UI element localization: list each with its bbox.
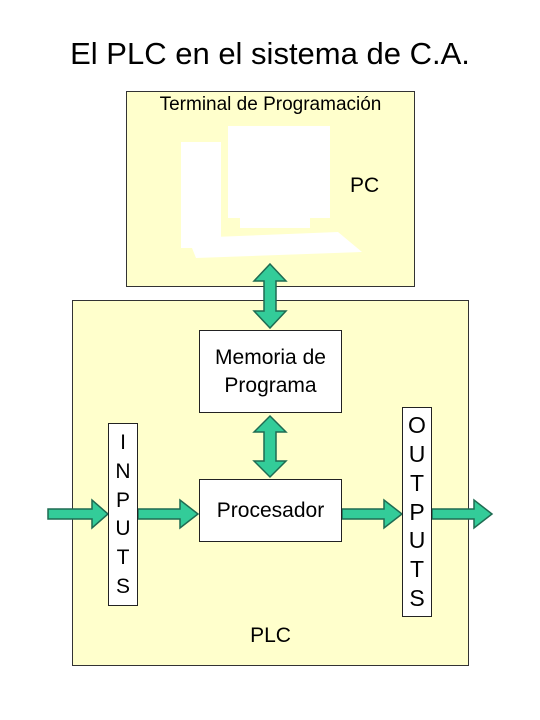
vertical-letter: I	[120, 430, 126, 454]
program-memory-box: Memoria de Programa	[199, 330, 342, 413]
vertical-letter: S	[115, 575, 130, 599]
pc-label: PC	[350, 174, 380, 197]
vertical-letter: U	[408, 440, 426, 467]
vertical-letter: T	[116, 546, 130, 570]
terminal-plc-link-arrow	[252, 262, 288, 330]
vertical-letter: P	[115, 488, 130, 512]
input-arrow	[47, 498, 110, 530]
terminal-label: Terminal de Programación	[159, 94, 382, 115]
vertical-letter: T	[409, 469, 425, 496]
vertical-letter: U	[115, 517, 131, 541]
processor-box: Procesador	[199, 479, 342, 542]
slide-title: El PLC en el sistema de C.A.	[70, 36, 470, 71]
vertical-letter: N	[115, 459, 131, 483]
vertical-letter: O	[408, 411, 426, 438]
vertical-letter: S	[409, 585, 425, 612]
vertical-letter: T	[409, 556, 425, 583]
memory-processor-link-arrow	[252, 414, 288, 479]
vertical-letter: P	[409, 498, 425, 525]
output-arrow	[431, 498, 494, 530]
inputs-to-processor-arrow	[137, 498, 200, 530]
computer-icon	[181, 126, 362, 258]
processor-to-outputs-arrow	[341, 498, 404, 530]
plc-label: PLC	[250, 624, 291, 647]
vertical-letter: U	[408, 527, 426, 554]
